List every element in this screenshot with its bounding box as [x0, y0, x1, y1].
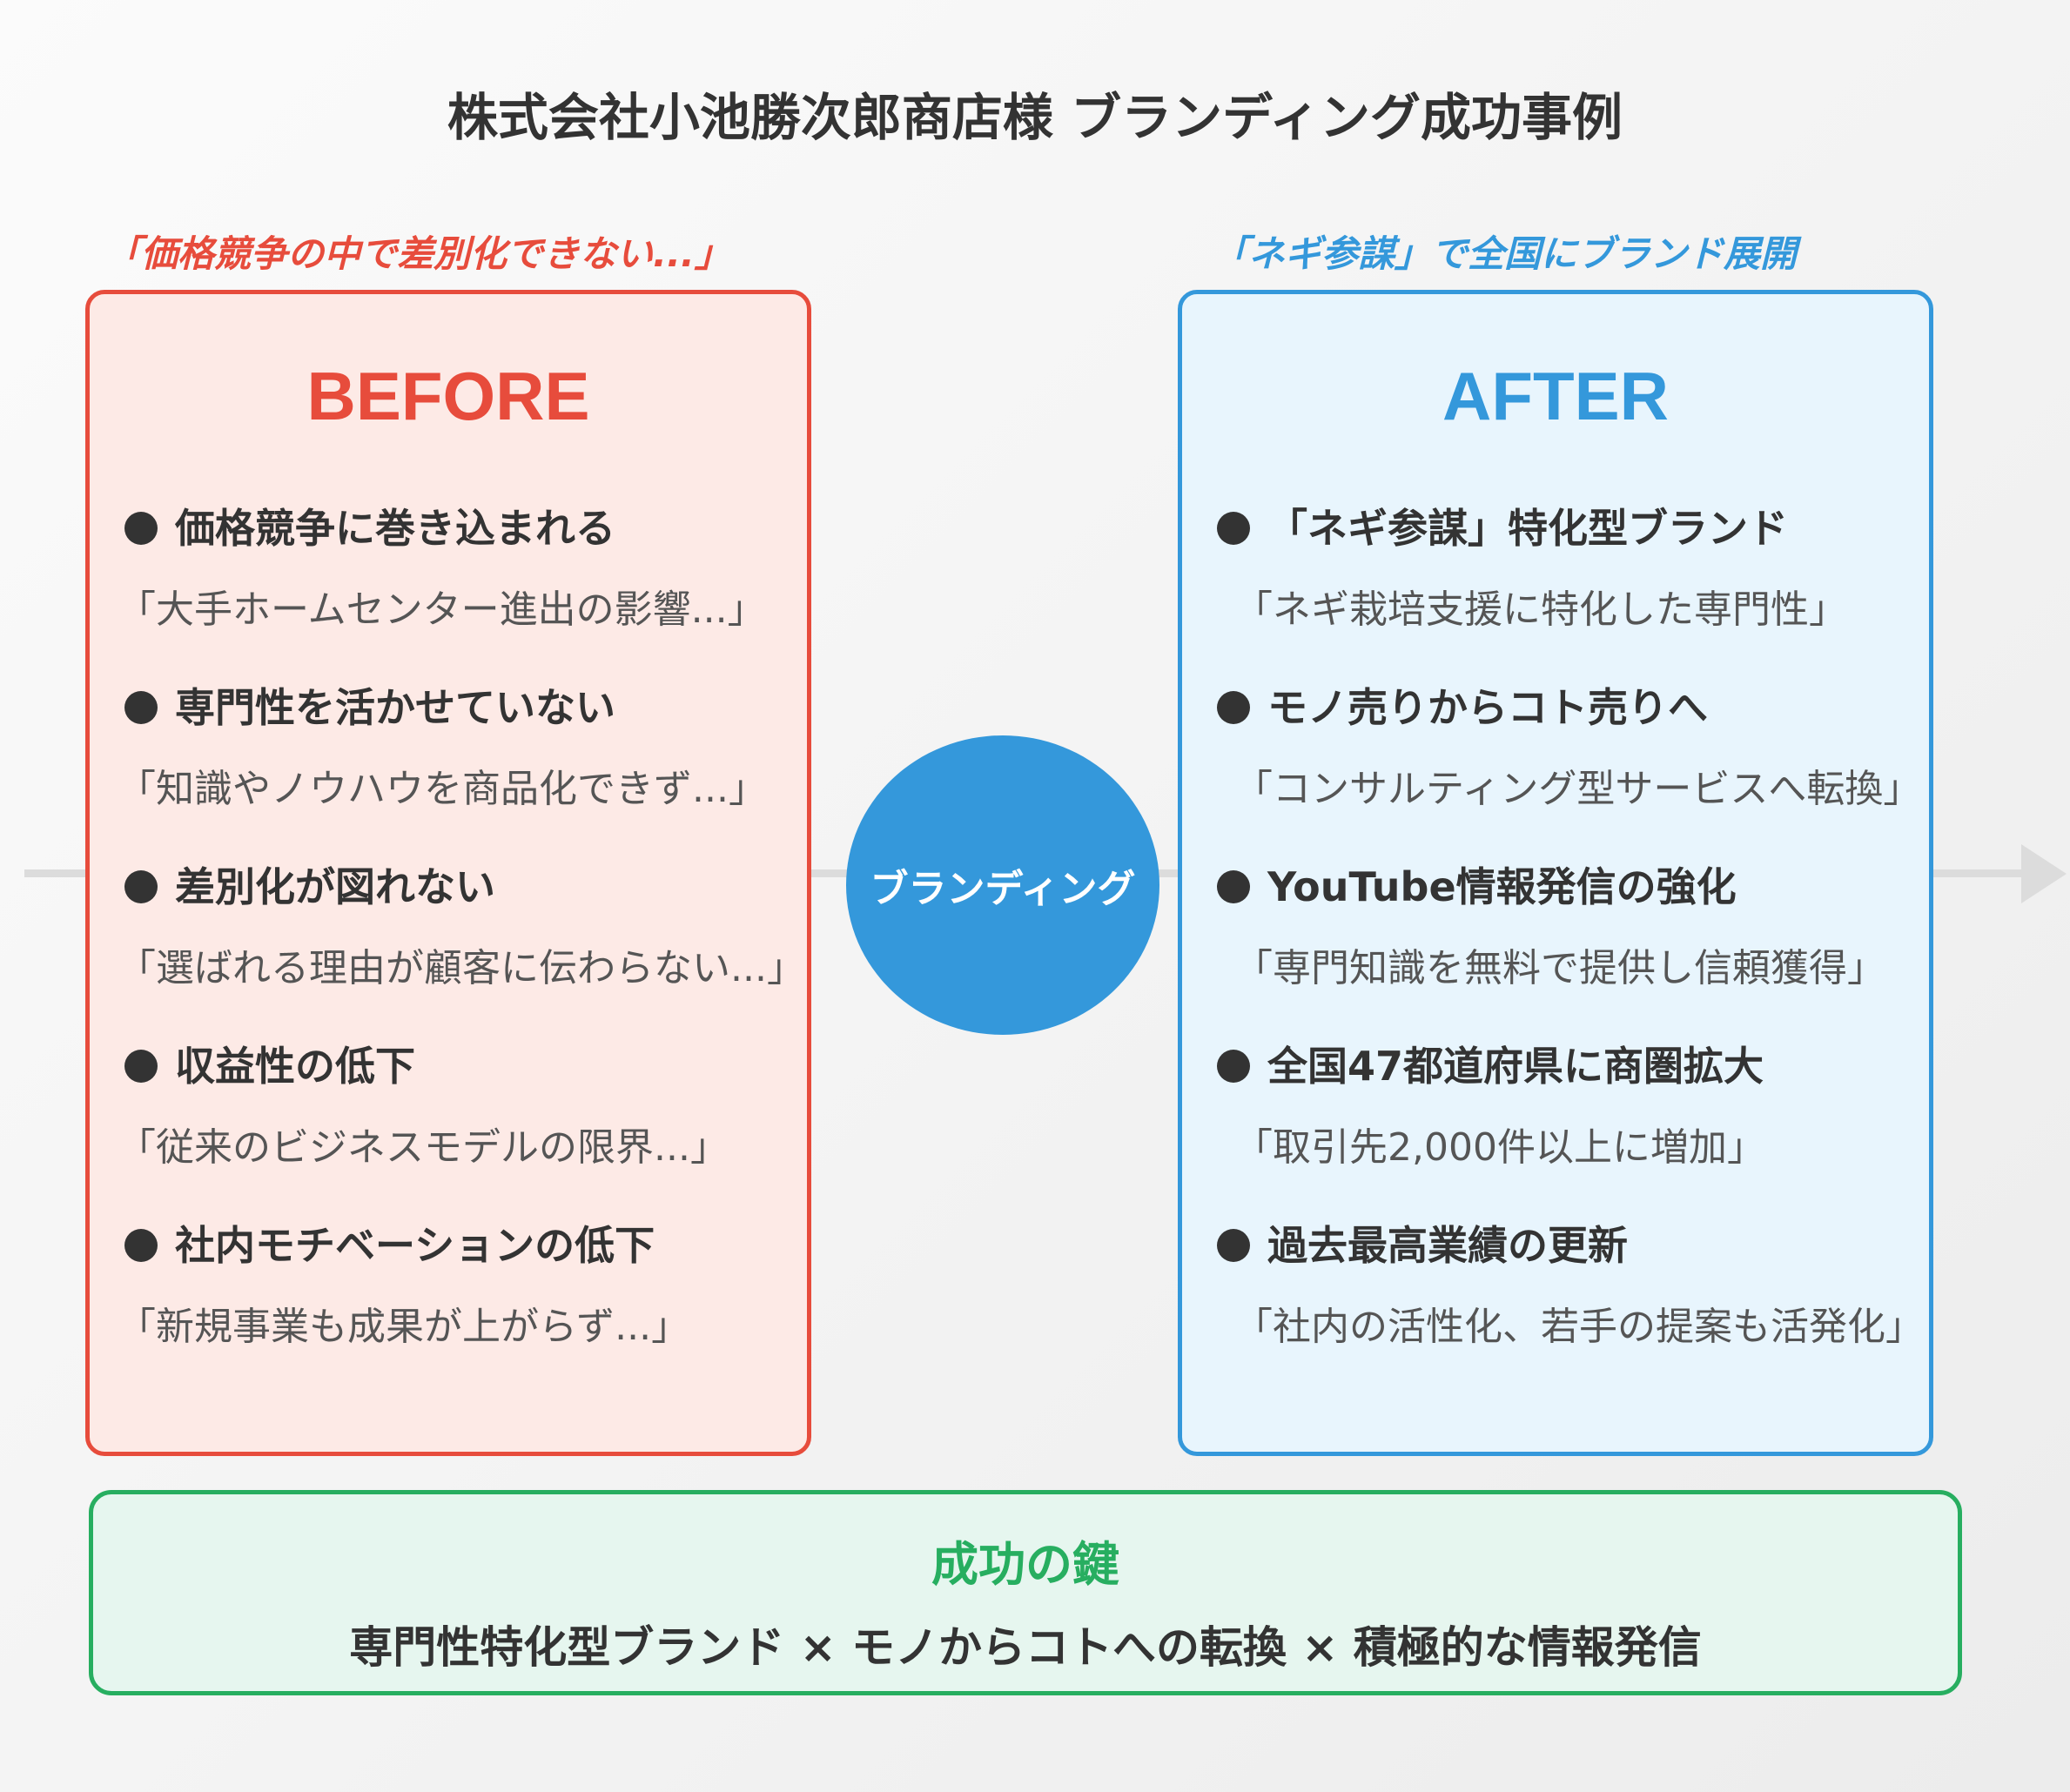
success-key-text: 専門性特化型ブランド × モノからコトへの転換 × 積極的な情報発信 — [349, 1622, 1702, 1673]
after-caption: 「ネギ参謀」で全国にブランド展開 — [1212, 232, 1798, 275]
after-item: モノ売りからコト売りへ 「コンサルティング型サービスへ転換」 — [1217, 681, 1921, 815]
after-item-title: モノ売りからコト売りへ — [1267, 684, 1708, 731]
after-item-desc: 「取引先2,000件以上に増加」 — [1234, 1125, 1765, 1170]
bullet-icon — [124, 869, 158, 903]
after-item: 過去最高業績の更新 「社内の活性化、若手の提案も活発化」 — [1217, 1218, 1924, 1353]
before-panel: BEFORE 価格競争に巻き込まれる 「大手ホームセンター進出の影響...」 専… — [85, 290, 811, 1456]
before-item-title: 価格競争に巻き込まれる — [175, 505, 615, 552]
before-item: 収益性の低下 「従来のビジネスモデルの限界...」 — [118, 1039, 729, 1174]
before-item-desc: 「大手ホームセンター進出の影響...」 — [118, 587, 766, 632]
before-item: 社内モチベーションの低下 「新規事業も成果が上がらず...」 — [118, 1218, 689, 1353]
bullet-icon — [1217, 1049, 1250, 1083]
success-key-box: 成功の鍵 専門性特化型ブランド × モノからコトへの転換 × 積極的な情報発信 — [89, 1490, 1962, 1695]
after-item: YouTube情報発信の強化 「専門知識を無料で提供し信頼獲得」 — [1217, 860, 1885, 995]
before-item: 差別化が図れない 「選ばれる理由が顧客に伝わらない...」 — [118, 860, 805, 995]
branding-label: ブランディング — [870, 867, 1136, 911]
bullet-icon — [1217, 690, 1250, 724]
before-item-desc: 「知識やノウハウを商品化できず...」 — [118, 767, 767, 811]
after-item-title: YouTube情報発信の強化 — [1267, 863, 1737, 910]
after-item-title: 全国47都道府県に商圏拡大 — [1267, 1043, 1764, 1090]
after-item-desc: 「専門知識を無料で提供し信頼獲得」 — [1234, 946, 1885, 990]
after-item: 全国47都道府県に商圏拡大 「取引先2,000件以上に増加」 — [1217, 1039, 1765, 1174]
before-heading: BEFORE — [306, 358, 590, 434]
before-item-desc: 「選ばれる理由が顧客に伝わらない...」 — [118, 946, 805, 990]
before-item: 専門性を活かせていない 「知識やノウハウを商品化できず...」 — [118, 681, 767, 815]
before-item: 価格競争に巻き込まれる 「大手ホームセンター進出の影響...」 — [118, 501, 766, 636]
bullet-icon — [1217, 869, 1250, 903]
success-key-title: 成功の鍵 — [931, 1537, 1119, 1592]
page-title: 株式会社小池勝次郎商店様 ブランディング成功事例 — [447, 88, 1623, 147]
after-item-title: 過去最高業績の更新 — [1267, 1222, 1628, 1269]
before-item-title: 収益性の低下 — [175, 1043, 415, 1090]
bullet-icon — [124, 1228, 158, 1262]
branding-circle: ブランディング — [846, 735, 1159, 1035]
before-item-title: 専門性を活かせていない — [175, 684, 615, 731]
after-item-desc: 「社内の活性化、若手の提案も活発化」 — [1234, 1305, 1924, 1349]
after-heading: AFTER — [1442, 358, 1669, 434]
flow-arrow-head-icon — [2021, 844, 2067, 903]
after-item-title: 「ネギ参謀」特化型ブランド — [1267, 505, 1788, 552]
after-item-desc: 「コンサルティング型サービスへ転換」 — [1234, 767, 1922, 811]
after-item: 「ネギ参謀」特化型ブランド 「ネギ栽培支援に特化した専門性」 — [1217, 501, 1847, 636]
after-panel: AFTER 「ネギ参謀」特化型ブランド 「ネギ栽培支援に特化した専門性」 モノ売… — [1178, 290, 1933, 1456]
before-item-desc: 「従来のビジネスモデルの限界...」 — [118, 1125, 729, 1170]
before-caption: 「価格競争の中で差別化できない...」 — [104, 232, 731, 275]
before-item-desc: 「新規事業も成果が上がらず...」 — [118, 1305, 690, 1349]
bullet-icon — [1217, 1228, 1250, 1262]
bullet-icon — [124, 511, 158, 545]
after-item-desc: 「ネギ栽培支援に特化した専門性」 — [1234, 587, 1847, 632]
before-item-title: 差別化が図れない — [175, 863, 495, 910]
bullet-icon — [124, 1049, 158, 1083]
bullet-icon — [124, 690, 158, 724]
before-item-title: 社内モチベーションの低下 — [175, 1222, 655, 1269]
bullet-icon — [1217, 511, 1250, 545]
